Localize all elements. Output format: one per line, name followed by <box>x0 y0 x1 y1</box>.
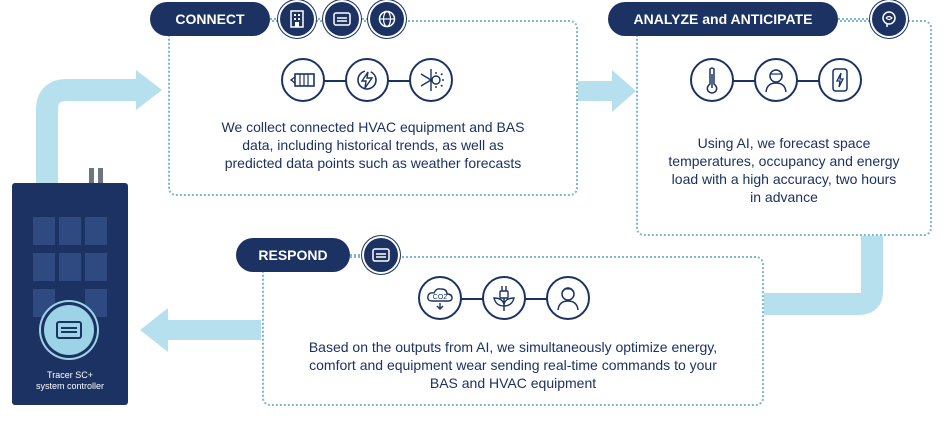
flow-arrowhead-analyze <box>612 70 636 112</box>
analyze-description-line: Using AI, we forecast space <box>697 135 871 151</box>
controller-panel <box>85 217 107 245</box>
controller-panel <box>33 289 55 317</box>
connect-description-line: predicted data points such as weather fo… <box>224 155 522 171</box>
flow-arrow-respond-to-controller <box>166 320 261 340</box>
person-icon <box>754 58 798 102</box>
analyze-pill: ANALYZE and ANTICIPATE <box>608 2 838 36</box>
connect-description: We collect connected HVAC equipment and … <box>180 118 566 172</box>
tracer-controller: Tracer SC+ system controller <box>12 183 128 405</box>
analyze-description-line: in advance <box>750 189 818 205</box>
flow-arrow-controller-to-connect <box>36 79 138 185</box>
flow-arrow-connect-to-analyze <box>578 81 614 101</box>
controller-icon <box>364 238 398 272</box>
respond-description-line: comfort and equipment wear sending real-… <box>309 357 717 373</box>
controller-label-line: Tracer SC+ <box>47 370 93 380</box>
respond-pill: RESPOND <box>236 238 350 272</box>
person-comfort-icon <box>546 276 590 320</box>
connect-description-line: We collect connected HVAC equipment and … <box>221 119 525 135</box>
antenna-right <box>98 168 103 184</box>
respond-leader <box>350 254 364 256</box>
weather-icon <box>409 58 453 102</box>
thermometer-icon <box>690 58 734 102</box>
flow-arrowhead-controller <box>140 308 168 352</box>
svg-text:CO2: CO2 <box>433 294 448 301</box>
respond-description: Based on the outputs from AI, we simulta… <box>268 338 758 392</box>
antenna-left <box>89 168 94 184</box>
energy-load-icon <box>818 58 862 102</box>
controller-icon <box>325 2 359 36</box>
analyze-leader <box>838 18 872 20</box>
controller-panel <box>33 217 55 245</box>
controller-label-line: system controller <box>35 381 105 391</box>
co2-icon: CO2 <box>418 276 462 320</box>
controller-panel <box>85 253 107 281</box>
building-icon <box>280 2 314 36</box>
controller-panel <box>59 217 81 245</box>
brain-icon <box>872 2 906 36</box>
controller-panel <box>33 253 55 281</box>
respond-description-line: Based on the outputs from AI, we simulta… <box>308 339 718 355</box>
flow-arrowhead-connect <box>136 70 162 110</box>
hvac-unit-icon <box>281 58 325 102</box>
controller-panel <box>85 289 107 317</box>
respond-description-line: BAS and HVAC equipment <box>429 375 597 391</box>
globe-icon <box>370 2 404 36</box>
controller-icon <box>44 305 94 355</box>
plant-plug-icon <box>482 276 526 320</box>
flow-arrow-analyze-to-respond <box>764 234 883 315</box>
connect-description-line: data, including historical trends, as we… <box>242 137 504 153</box>
controller-label: Tracer SC+ system controller <box>12 370 128 392</box>
controller-panel <box>59 253 81 281</box>
connect-pill: CONNECT <box>150 2 270 36</box>
energy-icon <box>345 58 389 102</box>
analyze-description: Using AI, we forecast space temperatures… <box>646 134 922 206</box>
analyze-description-line: load with a high accuracy, two hours <box>671 171 897 187</box>
connect-box <box>168 20 578 196</box>
analyze-description-line: temperatures, occupancy and energy <box>668 153 900 169</box>
